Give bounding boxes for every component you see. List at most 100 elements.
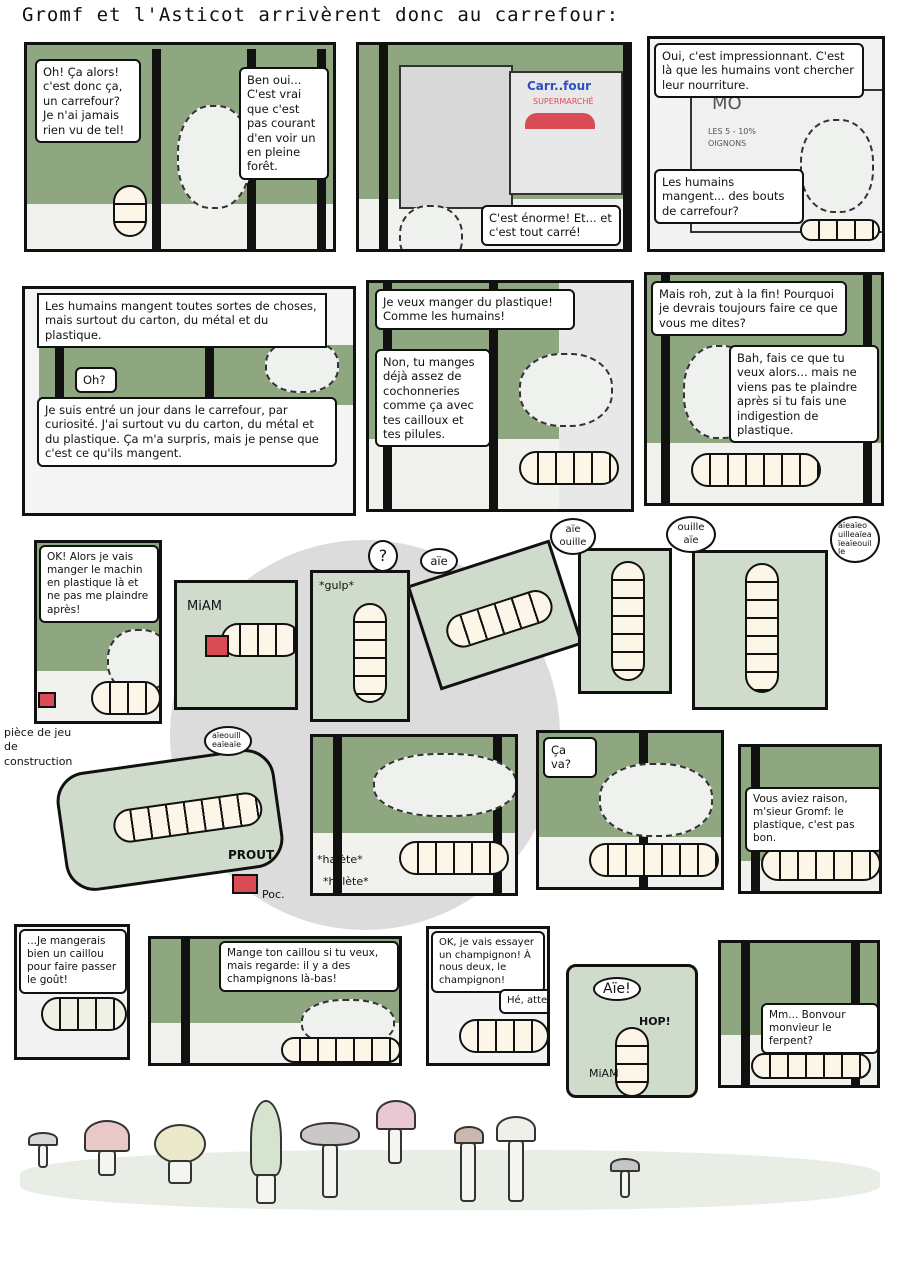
mushroom (84, 1120, 130, 1180)
worm-character (751, 1053, 871, 1079)
speech-bubble: ...Je mangerais bien un caillou pour fai… (19, 929, 127, 994)
store-building (399, 65, 513, 209)
page-title: Gromf et l'Asticot arrivèrent donc au ca… (22, 4, 620, 26)
speech-bubble: Je suis entré un jour dans le carrefour,… (37, 397, 337, 467)
tree (661, 275, 670, 503)
worm-character (589, 843, 719, 877)
speech-bubble: Vous aviez raison, m'sieur Gromf: le pla… (745, 787, 879, 852)
tree (333, 737, 342, 893)
panel-18: ...Je mangerais bien un caillou pour fai… (14, 924, 130, 1060)
sfx-gulp: *gulp* (319, 579, 354, 592)
tree (493, 737, 502, 893)
mushroom (496, 1116, 552, 1206)
speech-bubble: Les humains mangent... des bouts de carr… (654, 169, 804, 225)
mushroom (246, 1100, 286, 1210)
store-facade: Carr..four SUPERMARCHÉ (509, 71, 623, 195)
sfx-miam: MiAM (589, 1067, 619, 1080)
speech-bubble: Oh! Ça alors! c'est donc ça, un carrefou… (35, 59, 141, 143)
tree (379, 45, 388, 249)
worm-character (221, 623, 295, 657)
panel-16: Ça va? (536, 730, 724, 890)
speech-bubble: Mange ton caillou si tu veux, mais regar… (219, 941, 399, 993)
tree (181, 939, 190, 1063)
plastic-brick (205, 635, 229, 657)
panel-4: Les humains mangent toutes sortes de cho… (22, 286, 356, 516)
note-text: pièce de jeu de construction (4, 726, 73, 768)
worm-character (519, 451, 619, 485)
gromf-creature (399, 205, 463, 249)
worm-character (113, 185, 147, 237)
plastic-brick (232, 874, 258, 894)
gromf-creature (177, 105, 251, 209)
speech-bubble: Ben oui... C'est vrai que c'est pas cour… (239, 67, 329, 180)
thought-bubble: ? (368, 540, 398, 572)
price-sign: OIGNONS (708, 139, 747, 148)
panel-3: MO LES 5 - 10% OIGNONS Oui, c'est impres… (647, 36, 885, 252)
tree (205, 345, 214, 405)
thought-bubble: aïe ouille (550, 518, 596, 555)
worm-character (441, 585, 557, 652)
worm-character (800, 219, 880, 241)
speech-bubble: Oh? (75, 367, 117, 394)
speech-bubble: Bah, fais ce que tu veux alors... mais n… (729, 345, 879, 444)
speech-bubble: Oui, c'est impressionnant. C'est là que … (654, 43, 864, 99)
gromf-creature (519, 353, 613, 427)
speech-bubble: Non, tu manges déjà assez de cochonnerie… (375, 349, 491, 448)
worm-character (611, 561, 645, 681)
sfx-aie: Aïe! (593, 977, 641, 1001)
worm-character (761, 847, 879, 881)
worm-character (91, 681, 159, 715)
panel-9: *gulp* (310, 570, 410, 722)
tree (489, 283, 498, 509)
tree (152, 49, 161, 249)
panel-1: Oh! Ça alors! c'est donc ça, un carrefou… (24, 42, 336, 252)
speech-bubble: C'est énorme! Et... et c'est tout carré! (481, 205, 621, 246)
speech-bubble: Mais roh, zut à la fin! Pourquoi je devr… (651, 281, 847, 337)
panel-6: Mais roh, zut à la fin! Pourquoi je devr… (644, 272, 884, 506)
tree (55, 345, 64, 405)
speech-bubble: Hé, atten (499, 989, 547, 1014)
mushroom (300, 1122, 360, 1202)
speech-bubble: Mm... Bonvour monvieur le ferpent? (761, 1003, 877, 1055)
panel-11 (578, 548, 672, 694)
panel-5: Je veux manger du plastique! Comme les h… (366, 280, 634, 512)
mushroom (28, 1132, 58, 1172)
speech-bubble: OK! Alors je vais manger le machin en pl… (39, 545, 159, 623)
worm-character (459, 1019, 547, 1053)
thought-bubble: aïeaïeouilleaïeaïeaïeouille (830, 516, 880, 564)
panel-22: Mm... Bonvour monvieur le ferpent? (718, 940, 880, 1088)
panel-20: OK, je vais essayer un champignon! À nou… (426, 926, 550, 1066)
thought-bubble: ouille aïe (666, 516, 716, 553)
speech-bubble: OK, je vais essayer un champignon! À nou… (431, 931, 545, 993)
price-sign: LES 5 - 10% (708, 127, 756, 136)
worm-character (41, 997, 127, 1031)
panel-21: Aïe! HOP! MiAM (566, 964, 698, 1098)
gromf-creature (599, 763, 713, 837)
sfx-hop: HOP! (639, 1015, 671, 1028)
plastic-brick (38, 692, 56, 708)
sfx-poc: Poc. (262, 888, 285, 901)
store-sign: Carr..four (527, 79, 592, 93)
ground (27, 204, 333, 249)
panel-15: *halète* *halète* (310, 734, 518, 896)
thought-bubble: aïe (420, 548, 458, 575)
caption-box: Les humains mangent toutes sortes de cho… (37, 293, 327, 349)
worm-character (353, 603, 387, 703)
panel-8: MiAM (174, 580, 298, 710)
store-sign-sub: SUPERMARCHÉ (533, 97, 594, 106)
worm-character (691, 453, 821, 487)
worm-character (281, 1037, 399, 1063)
store-awning (525, 113, 595, 129)
panel-19: Mange ton caillou si tu veux, mais regar… (148, 936, 402, 1066)
gromf-creature (373, 753, 515, 817)
store-sign: MO (712, 93, 742, 114)
sfx-miam: MiAM (187, 599, 222, 614)
mushroom (610, 1158, 640, 1202)
worm-character (399, 841, 509, 875)
worm-character (615, 1027, 649, 1095)
thought-bubble: aïeouilleaïeaïe (204, 726, 252, 756)
sfx-halete: *halète* (323, 875, 369, 888)
mushroom (376, 1100, 416, 1170)
panel-12 (692, 550, 828, 710)
speech-bubble: Ça va? (543, 737, 597, 778)
